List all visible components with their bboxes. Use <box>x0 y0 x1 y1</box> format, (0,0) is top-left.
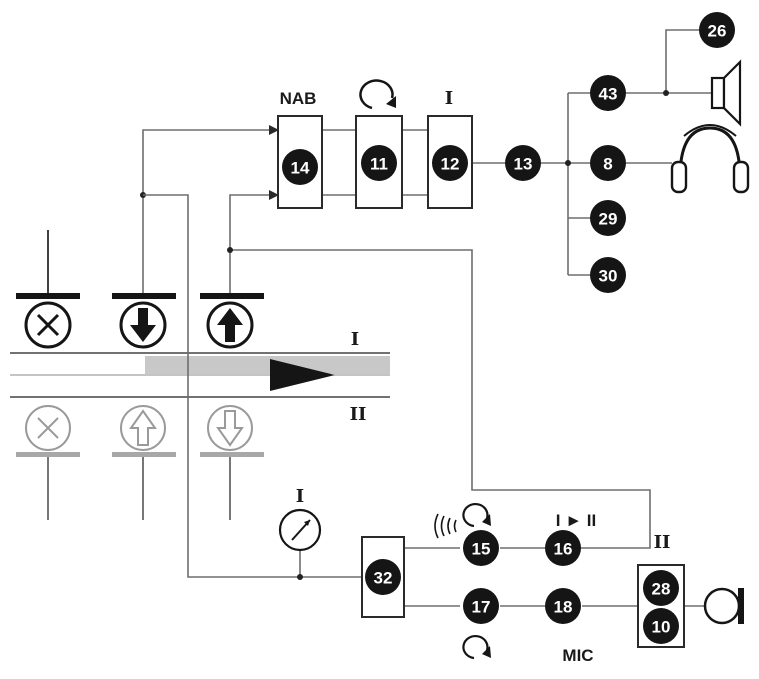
svg-text:16: 16 <box>554 540 573 559</box>
node-18: 18 <box>545 588 581 624</box>
node-10: 10 <box>643 608 679 644</box>
mic-label: MIC <box>562 646 593 665</box>
wire-record-to-nab <box>229 190 279 293</box>
node-30: 30 <box>590 257 626 293</box>
track-two-label: II <box>654 532 671 553</box>
svg-text:13: 13 <box>514 155 533 174</box>
meter-label: I <box>296 486 304 507</box>
speaker-icon <box>710 59 742 127</box>
svg-text:17: 17 <box>472 598 491 617</box>
rotary-knob-icon <box>462 502 491 528</box>
track-label-one: I <box>351 329 359 350</box>
svg-text:10: 10 <box>652 618 671 637</box>
node-13: 13 <box>505 145 541 181</box>
tape-path <box>10 352 390 398</box>
erase-head-icon <box>16 230 80 349</box>
echo-waves-icon <box>434 513 457 539</box>
svg-text:18: 18 <box>554 598 573 617</box>
tape-direction-arrow-icon <box>270 359 335 391</box>
node-15: 15 <box>463 530 499 566</box>
track-label-two: II <box>350 404 367 425</box>
svg-text:14: 14 <box>291 159 310 178</box>
node-12: 12 <box>432 145 468 181</box>
svg-text:43: 43 <box>599 85 618 104</box>
svg-text:29: 29 <box>599 210 618 229</box>
wire-record-to-16 <box>230 249 651 549</box>
node-8: 8 <box>590 145 626 181</box>
level-meter-icon <box>278 508 322 552</box>
svg-text:8: 8 <box>603 155 612 174</box>
track-one-band <box>145 356 390 374</box>
erase-head-ghost-icon <box>16 405 80 520</box>
node-43: 43 <box>590 75 626 111</box>
node-17: 17 <box>463 588 499 624</box>
node-16: 16 <box>545 530 581 566</box>
transfer-label: I ► II <box>556 511 596 530</box>
node-11: 11 <box>361 145 397 181</box>
wire-to-26 <box>665 29 700 93</box>
svg-text:26: 26 <box>708 22 727 41</box>
wire-playback-to-nab <box>142 125 279 293</box>
wire-playback-to-32 <box>143 194 362 578</box>
node-28: 28 <box>643 570 679 606</box>
svg-text:30: 30 <box>599 267 618 286</box>
playback-head-icon <box>112 293 176 349</box>
playback-head-ghost-icon <box>112 405 176 520</box>
node-14: 14 <box>282 149 318 185</box>
node-29: 29 <box>590 200 626 236</box>
track-one-label: I <box>445 88 453 109</box>
record-head-ghost-icon <box>200 405 264 520</box>
svg-text:28: 28 <box>652 580 671 599</box>
rotary-knob-icon <box>359 79 396 110</box>
headphones-icon <box>670 124 750 194</box>
record-head-icon <box>200 293 264 349</box>
junction-dot <box>227 247 233 253</box>
svg-text:15: 15 <box>472 540 491 559</box>
svg-text:12: 12 <box>441 155 460 174</box>
node-32: 32 <box>365 559 401 595</box>
svg-text:11: 11 <box>370 155 388 174</box>
svg-text:32: 32 <box>374 569 393 588</box>
rotary-knob-icon <box>462 634 491 660</box>
node-26: 26 <box>699 12 735 48</box>
nab-label: NAB <box>280 89 317 108</box>
microphone-icon <box>703 587 744 625</box>
